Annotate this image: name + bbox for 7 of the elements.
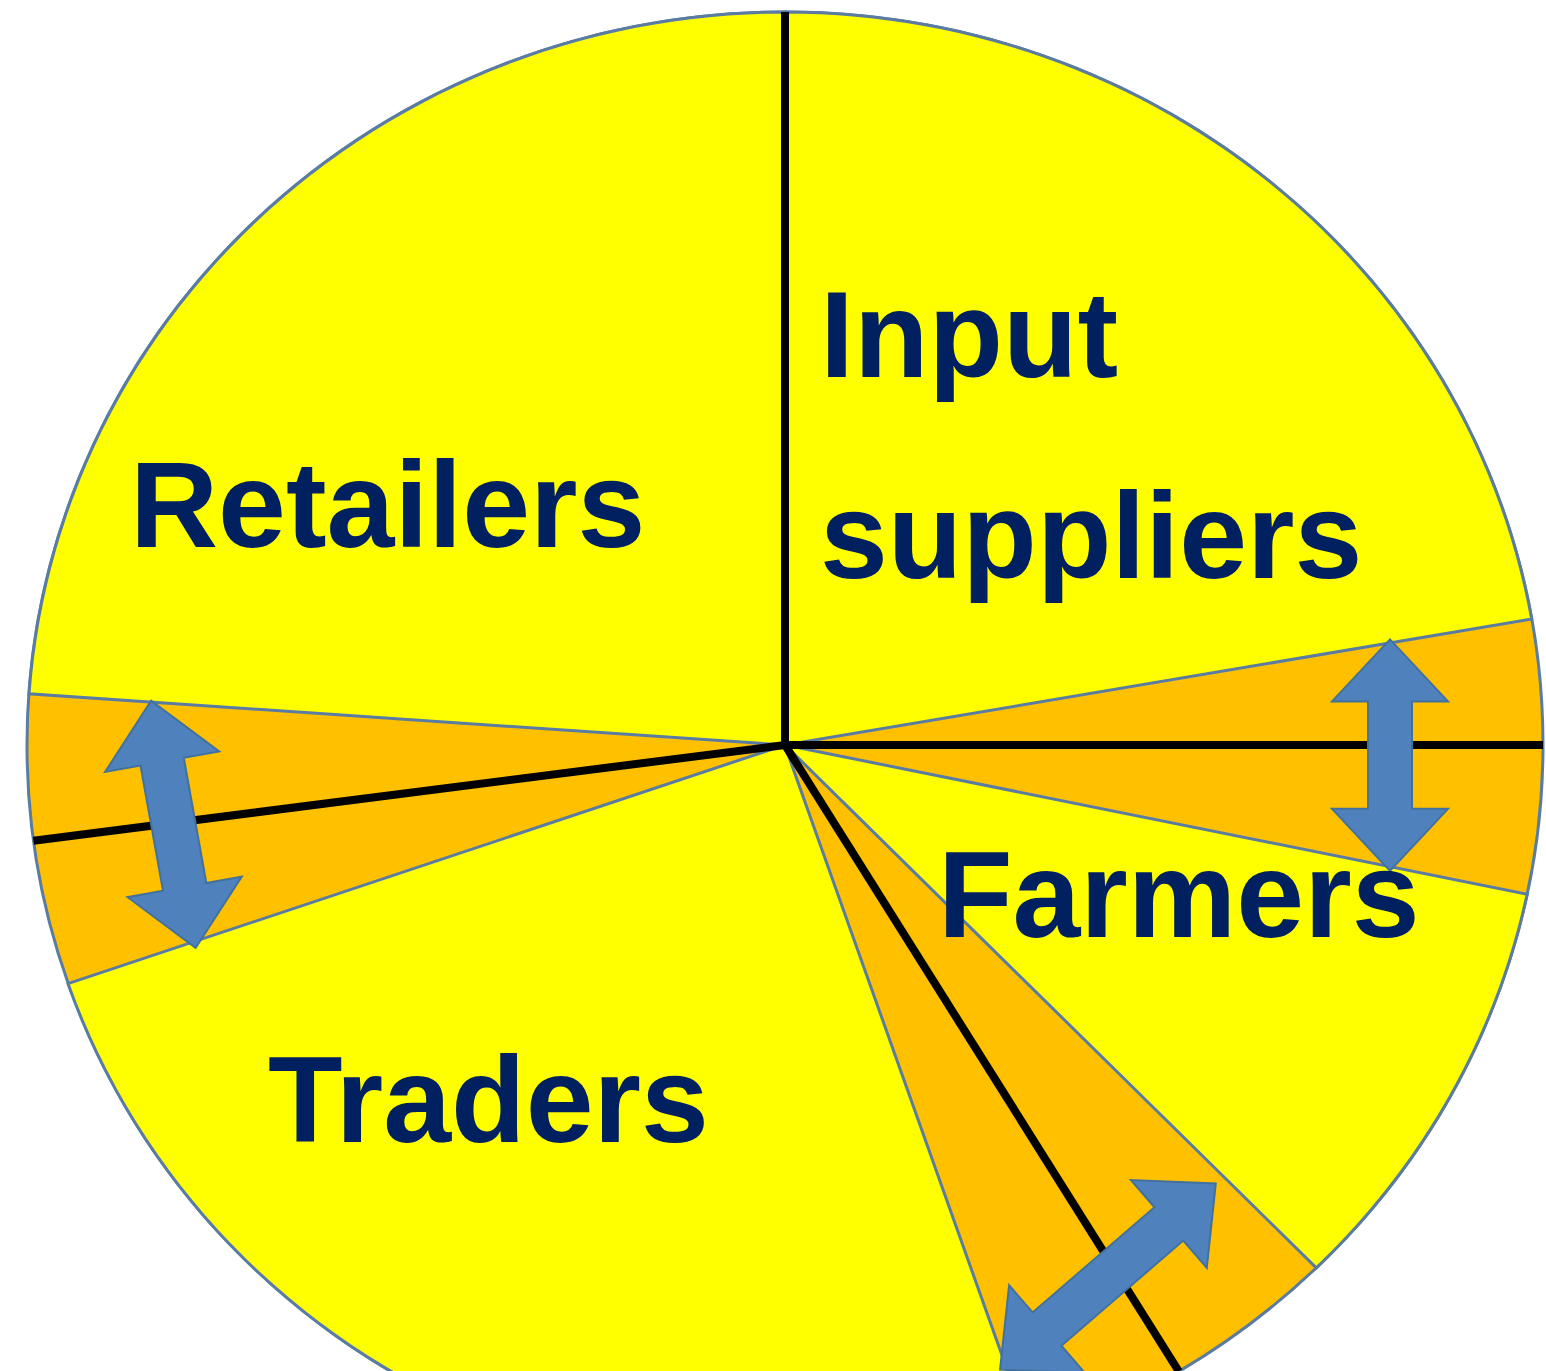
- double-arrow: [998, 1178, 1217, 1371]
- sector-label: Traders: [268, 1031, 709, 1170]
- sector-label: Retailers: [130, 436, 646, 575]
- double-arrow: [1329, 637, 1451, 873]
- double-arrow: [102, 699, 244, 950]
- sector-label: Input suppliers: [820, 266, 1364, 607]
- sector-label: Farmers: [938, 826, 1420, 965]
